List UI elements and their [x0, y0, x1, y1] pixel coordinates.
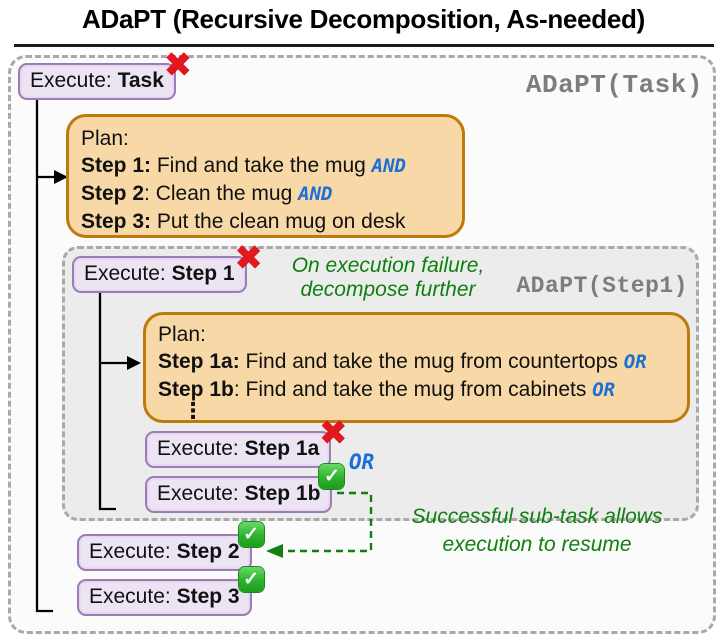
- plan-heading: Plan:: [81, 127, 129, 150]
- execute-step3-box: Execute: Step 3 ✓: [77, 567, 264, 616]
- execute-task-box: Execute: Task ✖: [18, 48, 192, 100]
- execute-step2-name: Step 2: [176, 540, 240, 563]
- failure-icon: ✖: [318, 413, 348, 453]
- success-icon: ✓: [238, 567, 264, 592]
- or-connector: OR: [623, 351, 647, 373]
- execute-step1b-box: Execute: Step 1b ✓: [145, 464, 345, 513]
- adapt-step1-scope-label: ADaPT(Step1): [516, 273, 688, 299]
- or-branch-label: OR: [349, 450, 375, 474]
- execute-prefix: Execute:: [30, 69, 118, 92]
- plan-heading: Plan:: [158, 323, 206, 346]
- execute-task-name: Task: [117, 69, 164, 92]
- task-plan-box: Plan: Step 1: Find and take the mug AND …: [66, 114, 465, 238]
- or-connector: OR: [592, 379, 616, 401]
- plan-step-2: Step 2: Clean the mug AND: [81, 182, 333, 205]
- execute-step3-name: Step 3: [176, 585, 240, 608]
- execute-step2-box: Execute: Step 2 ✓: [77, 522, 264, 571]
- and-connector: AND: [298, 183, 333, 205]
- execute-step1a-box: Execute: Step 1a ✖: [145, 416, 347, 468]
- diagram-title: ADaPT (Recursive Decomposition, As-neede…: [82, 4, 645, 34]
- plan-step-1a: Step 1a: Find and take the mug from coun…: [158, 350, 647, 373]
- execute-prefix: Execute:: [157, 482, 245, 505]
- execute-prefix: Execute:: [157, 437, 245, 460]
- success-icon: ✓: [319, 464, 345, 489]
- and-connector: AND: [371, 155, 406, 177]
- execute-step1-name: Step 1: [171, 262, 235, 285]
- execute-prefix: Execute:: [89, 585, 177, 608]
- success-icon: ✓: [238, 522, 264, 547]
- execute-prefix: Execute:: [84, 262, 172, 285]
- plan-step-3: Step 3: Put the clean mug on desk: [81, 210, 406, 233]
- more-steps-ellipsis: ⋮: [182, 399, 204, 424]
- failure-icon: ✖: [163, 45, 192, 85]
- failure-note: On execution failure, decompose further: [291, 254, 485, 301]
- adapt-task-scope-label: ADaPT(Task): [525, 70, 703, 100]
- execute-step1-box: Execute: Step 1 ✖: [72, 241, 263, 293]
- step1-plan-box: Plan: Step 1a: Find and take the mug fro…: [143, 312, 690, 423]
- plan-step-1: Step 1: Find and take the mug AND: [81, 154, 406, 177]
- failure-icon: ✖: [234, 238, 263, 278]
- resume-note: Successful sub-task allows execution to …: [411, 505, 663, 556]
- plan-step-1b: Step 1b: Find and take the mug from cabi…: [158, 378, 616, 401]
- execute-step1b-name: Step 1b: [244, 482, 321, 505]
- title-divider: [14, 44, 714, 47]
- execute-prefix: Execute:: [89, 540, 177, 563]
- execute-step1a-name: Step 1a: [244, 437, 320, 460]
